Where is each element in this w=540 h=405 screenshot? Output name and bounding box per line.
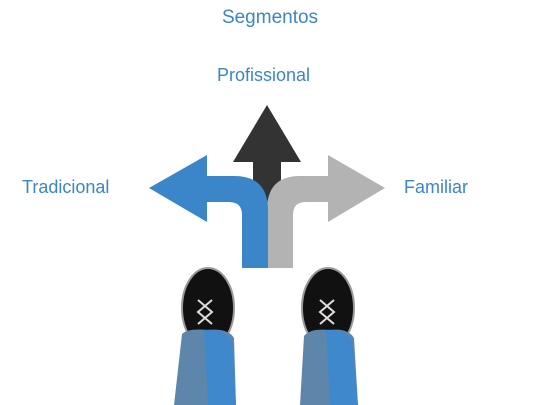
arrow-up <box>233 105 301 235</box>
arrow-left <box>149 155 268 268</box>
option-left-label: Tradicional <box>22 177 110 197</box>
left-foot <box>174 267 236 405</box>
right-foot <box>300 267 358 405</box>
option-up-label: Profissional <box>217 65 311 85</box>
option-right-label: Familiar <box>404 177 469 197</box>
diagram-title: Segmentos <box>221 7 319 28</box>
crossroads-arrows-icon <box>149 105 385 268</box>
arrow-right <box>267 155 385 268</box>
shoes-feet-icon <box>174 267 358 405</box>
